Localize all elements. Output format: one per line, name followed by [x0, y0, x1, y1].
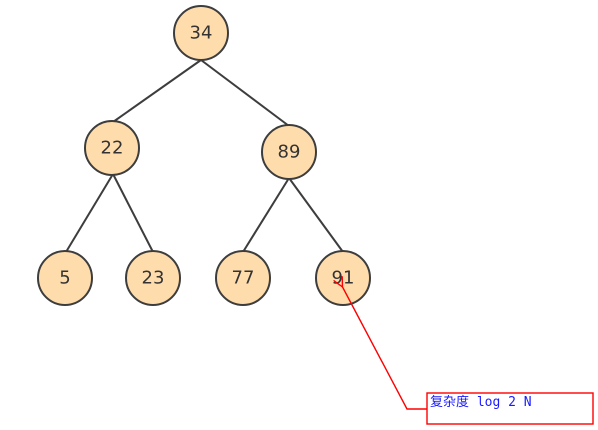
tree-node-5: 5: [37, 250, 93, 306]
node-circle: [215, 250, 271, 306]
edge-22-5: [65, 173, 114, 253]
node-circle: [37, 250, 93, 306]
edge-22-23: [112, 173, 154, 253]
tree-node-34: 34: [173, 5, 229, 61]
node-label: 23: [142, 268, 165, 289]
node-label: 34: [190, 23, 213, 44]
tree-node-77: 77: [215, 250, 271, 306]
node-label: 89: [278, 142, 301, 163]
tree-node-91: 91: [315, 250, 371, 306]
tree-node-23: 23: [125, 250, 181, 306]
edge-89-91: [288, 177, 344, 253]
edge-34-89: [200, 59, 290, 127]
node-label: 77: [232, 268, 255, 289]
node-label: 91: [332, 268, 355, 289]
tree-edges: [65, 59, 344, 253]
tree-node-89: 89: [261, 124, 317, 180]
edge-89-77: [242, 177, 290, 253]
node-circle: [173, 5, 229, 61]
edge-34-22: [112, 59, 202, 123]
node-label: 5: [59, 268, 70, 289]
annotation-arrow: [342, 286, 427, 410]
tree-node-22: 22: [84, 120, 140, 176]
annotation-box: [426, 392, 594, 425]
node-label: 22: [101, 138, 124, 159]
node-circle: [84, 120, 140, 176]
node-circle: [125, 250, 181, 306]
complexity-annotation: 复杂度 log 2 N: [342, 286, 594, 425]
annotation-text: 复杂度 log 2 N: [430, 394, 532, 410]
node-circle: [261, 124, 317, 180]
